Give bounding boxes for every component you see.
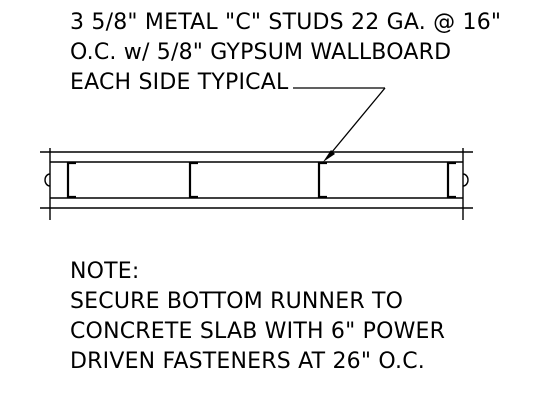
note-line-2: CONCRETE SLAB WITH 6" POWER [70,319,446,344]
c-stud-4 [446,161,456,199]
callout-line-2: O.C. w/ 5/8" GYPSUM WALLBOARD [70,40,452,65]
note-heading: NOTE: [70,259,140,284]
stud-callout-text: 3 5/8" METAL "C" STUDS 22 GA. @ 16" O.C.… [70,8,501,98]
note-text: NOTE: SECURE BOTTOM RUNNER TO CONCRETE S… [70,257,445,377]
leader-diagonal [326,87,386,159]
c-stud-1 [66,161,76,199]
callout-line-1: 3 5/8" METAL "C" STUDS 22 GA. @ 16" [70,10,502,35]
left-break-symbol [44,173,51,187]
right-break-symbol [462,173,469,187]
c-stud-2 [188,161,198,199]
wall-assembly [40,148,473,220]
callout-leader [293,87,386,159]
callout-line-3: EACH SIDE TYPICAL [70,70,289,95]
note-line-3: DRIVEN FASTENERS AT 26" O.C. [70,349,425,374]
note-line-1: SECURE BOTTOM RUNNER TO [70,289,404,314]
c-stud-3 [317,161,327,199]
leader-arrowhead [323,150,335,162]
